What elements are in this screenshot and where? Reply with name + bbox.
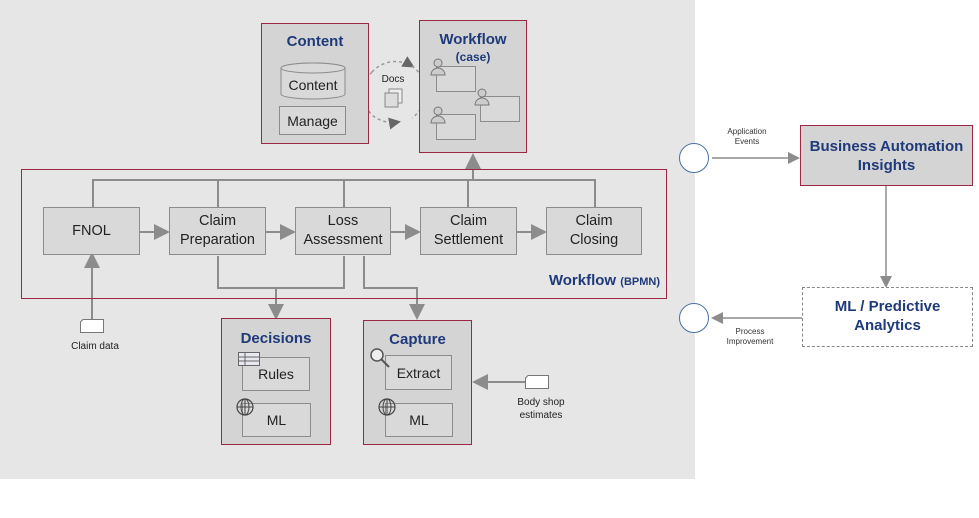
bpmn-title-suffix: (BPMN) [620, 276, 660, 288]
bai-box [800, 125, 973, 186]
step-claim-settlement: Claim Settlement [420, 207, 517, 255]
application-events-circle [679, 143, 709, 173]
bpmn-workflow-container [21, 169, 667, 299]
decisions-title: Decisions [240, 330, 312, 347]
workflow-case-title: Workflow [439, 31, 507, 48]
user-icon [430, 58, 446, 76]
step-claim-preparation: Claim Preparation [169, 207, 266, 255]
step-label-line2: Assessment [303, 232, 383, 248]
body-shop-document-icon [525, 375, 549, 389]
ml-analytics-box [802, 287, 973, 347]
watson-globe-icon [235, 397, 255, 417]
ml-analytics-line1: ML / Predictive [834, 298, 941, 315]
claim-data-document-icon [80, 319, 104, 333]
step-label-line1: Claim [449, 213, 488, 229]
extract-box: Extract [385, 355, 452, 390]
workflow-case-subtitle: (case) [455, 50, 491, 64]
events-line1: Application [727, 127, 767, 136]
step-label-line2: Preparation [180, 232, 255, 248]
step-fnol: FNOL [43, 207, 140, 255]
bpmn-title: Workflow (BPMN) [520, 272, 660, 289]
ml-analytics-title: ML / Predictive Analytics [802, 297, 973, 335]
rules-table-icon [238, 352, 260, 366]
step-claim-closing: Claim Closing [546, 207, 642, 255]
improvement-line1: Process [735, 327, 765, 336]
bai-title-line2: Insights [857, 157, 916, 174]
body-shop-label: Body shop estimates [505, 396, 577, 422]
capture-title: Capture [389, 331, 446, 348]
watson-globe-icon [377, 397, 397, 417]
content-store-label: Content [288, 77, 338, 93]
claim-data-label: Claim data [71, 341, 119, 352]
rules-box: Rules [242, 357, 310, 391]
improvement-line2: Improvement [726, 337, 774, 346]
step-label-line1: Claim [575, 213, 613, 229]
docs-icon [384, 88, 404, 108]
process-improvement-circle [679, 303, 709, 333]
content-repository-icon [280, 62, 346, 100]
manage-box: Manage [279, 106, 346, 135]
body-shop-line2: estimates [519, 410, 563, 421]
events-line2: Events [734, 137, 760, 146]
user-icon [474, 88, 490, 106]
step-label: FNOL [72, 222, 111, 239]
bai-title-line1: Business Automation [809, 138, 964, 155]
step-label-line2: Closing [569, 232, 619, 248]
bpmn-title-text: Workflow [548, 272, 617, 289]
application-events-label: Application Events [712, 127, 782, 147]
step-loss-assessment: Loss Assessment [295, 207, 391, 255]
ml-analytics-line2: Analytics [854, 317, 921, 334]
bai-title: Business Automation Insights [800, 137, 973, 175]
step-label-line2: Settlement [433, 232, 504, 248]
step-label-line1: Loss [327, 213, 359, 229]
capture-ml-box: ML [385, 403, 453, 437]
content-title: Content [286, 33, 344, 50]
magnifier-icon [369, 347, 391, 369]
user-icon [430, 106, 446, 124]
step-label-line1: Claim [198, 213, 237, 229]
decisions-ml-box: ML [242, 403, 311, 437]
docs-label: Docs [381, 74, 405, 85]
body-shop-line1: Body shop [517, 397, 565, 408]
process-improvement-label: Process Improvement [715, 327, 785, 347]
